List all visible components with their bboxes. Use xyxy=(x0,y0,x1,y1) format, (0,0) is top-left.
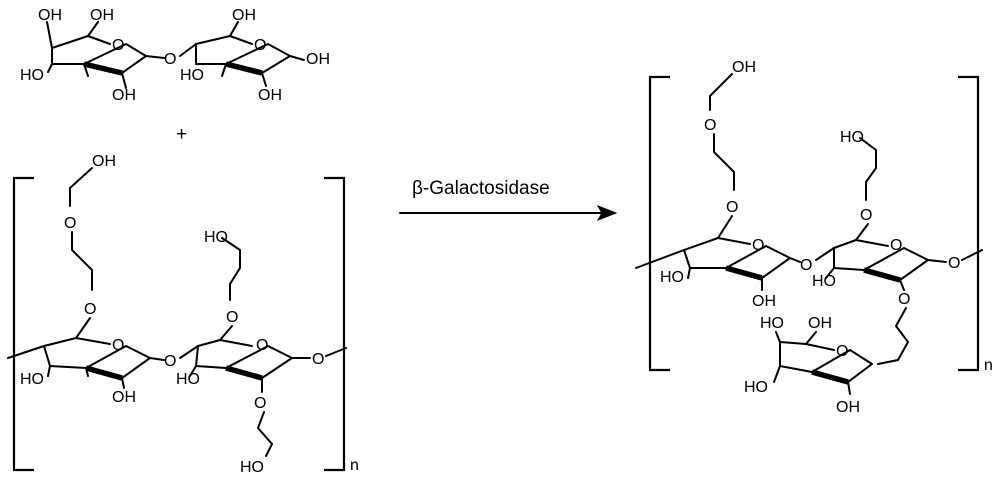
atom-label: O xyxy=(112,37,124,54)
atom-label: O xyxy=(898,291,910,308)
atom-label: HO xyxy=(812,273,836,290)
atom-label: O xyxy=(64,215,76,232)
atom-label: O xyxy=(704,117,716,134)
atom-label: O xyxy=(112,337,124,354)
atom-label: HO xyxy=(840,129,864,146)
atom-label: O xyxy=(948,255,960,272)
atom-label: O xyxy=(254,395,266,412)
repeat-subscript: n xyxy=(350,457,359,474)
atom-label: O xyxy=(164,51,176,68)
atom-label: O xyxy=(890,237,902,254)
atom-label: O xyxy=(256,337,268,354)
atom-label: HO xyxy=(744,379,768,396)
atom-label: OH xyxy=(258,87,282,104)
atom-label: O xyxy=(254,37,266,54)
atom-label: OH xyxy=(38,7,62,24)
atom-label: OH xyxy=(732,59,756,76)
atom-label: HO xyxy=(20,67,44,84)
atom-label: O xyxy=(726,199,738,216)
atom-label: HO xyxy=(180,67,204,84)
arrow-label: β-Galactosidase xyxy=(412,178,550,199)
atom-label: OH xyxy=(90,7,114,24)
atom-label: OH xyxy=(112,389,136,406)
atom-label: O xyxy=(836,343,848,360)
reaction-arrow: β-Galactosidase xyxy=(399,178,618,221)
atom-label: HO xyxy=(176,371,200,388)
atom-label: HO xyxy=(660,269,684,286)
atom-label: O xyxy=(800,257,812,274)
atom-label: OH xyxy=(306,51,330,68)
atom-label: HO xyxy=(20,371,44,388)
atom-label: OH xyxy=(232,7,256,24)
atom-label: OH xyxy=(92,153,116,170)
atom-label: HO xyxy=(204,229,228,246)
atom-label: HO xyxy=(760,315,784,332)
atom-label: O xyxy=(164,353,176,370)
plus-sign: + xyxy=(176,124,187,145)
atom-label: OH xyxy=(112,87,136,104)
atom-label: OH xyxy=(836,399,860,416)
atom-label: O xyxy=(84,301,96,318)
lactose-molecule: OH OH O HO OH O OH O OH HO OH xyxy=(20,7,330,104)
atom-label: OH xyxy=(752,293,776,310)
atom-label: O xyxy=(226,309,238,326)
product-polymer: OH O O O HO OH O HO O O O HO O O xyxy=(635,59,993,416)
atom-label: O xyxy=(752,237,764,254)
reactant-polymer: OH O O O HO OH O HO O O O HO O HO n xyxy=(7,153,359,476)
atom-label: OH xyxy=(808,315,832,332)
atom-label: HO xyxy=(240,459,264,476)
repeat-subscript: n xyxy=(984,357,993,374)
atom-label: O xyxy=(860,207,872,224)
atom-label: O xyxy=(312,351,324,368)
